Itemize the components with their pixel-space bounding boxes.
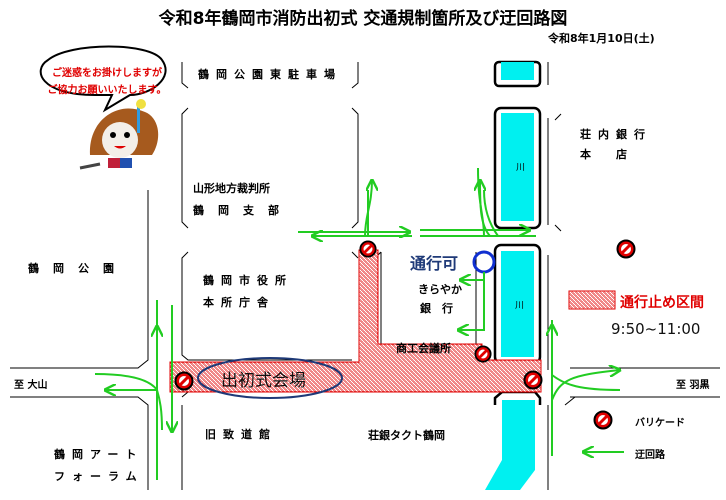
speech-bubble-text: ご迷惑をお掛けしますが ご協力お願いいたします。 [42, 65, 172, 99]
label-kirayaka-1: きらやか [418, 283, 462, 296]
legend-barricade-label: バリケード [635, 418, 685, 429]
label-tact: 荘銀タクト鶴岡 [368, 429, 445, 442]
legend-closed-time: 9:50~11:00 [611, 320, 701, 338]
passable-marker [472, 250, 496, 274]
direction-west: 至 大山 [14, 380, 48, 391]
speech-line-1: ご迷惑をお掛けしますが [52, 68, 162, 79]
page-title: 令和8年鶴岡市消防出初式 交通規制箇所及び迂回路図 [158, 9, 568, 29]
label-court-1: 山形地方裁判所 [193, 182, 270, 195]
venue-ellipse [197, 357, 343, 399]
river [485, 60, 542, 490]
label-chamber: 商工会議所 [396, 342, 451, 355]
label-city-hall-2: 本所庁舎 [203, 296, 275, 309]
label-chido: 旧致道館 [205, 428, 277, 441]
barricade-icon [593, 410, 613, 430]
legend-closed-swatch [568, 290, 616, 310]
label-river-2: 川 [515, 301, 525, 311]
label-art-forum-1: 鶴岡アート [54, 448, 144, 461]
label-city-hall-1: 鶴岡市役所 [203, 274, 293, 287]
label-court-2: 鶴岡支部 [193, 204, 293, 217]
barricade-icon [523, 370, 543, 390]
label-park: 鶴岡公園 [28, 262, 128, 275]
barricade-icon [474, 345, 492, 363]
label-bank-hq-1: 荘内銀行 [580, 128, 652, 141]
event-date: 令和8年1月10日(土) [548, 32, 655, 45]
speech-bubble [39, 45, 167, 113]
detour-routes [94, 167, 624, 480]
label-bank-hq-2: 本 店 [580, 148, 634, 161]
barricade-icon [616, 239, 636, 259]
speech-line-2: ご協力お願いいたします。 [47, 85, 167, 96]
label-art-forum-2: フォーラム [54, 470, 144, 483]
barricade-icon [359, 240, 377, 258]
closed-section [169, 249, 542, 393]
legend-detour-label: 迂回路 [635, 450, 665, 461]
barricade-icon [174, 371, 194, 391]
label-kirayaka-2: 銀 行 [420, 302, 453, 315]
venue-label: 出初式会場 [221, 371, 306, 391]
mascot-icon [79, 99, 159, 170]
legend-closed-label: 通行止め区間 [620, 295, 704, 311]
city-blocks [10, 62, 720, 490]
label-river-1: 川 [516, 163, 526, 173]
direction-east: 至 羽黒 [676, 380, 710, 391]
label-park-parking: 鶴岡公園東駐車場 [198, 68, 342, 81]
passable-label: 通行可 [410, 254, 459, 273]
